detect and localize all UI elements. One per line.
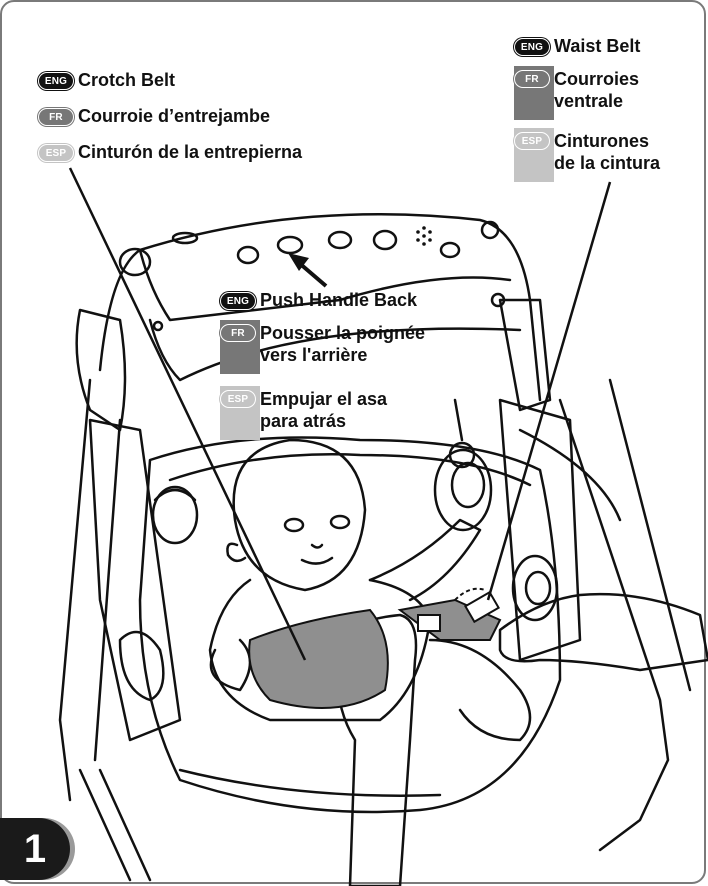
esp-badge: ESP	[220, 390, 256, 408]
push-handle-esp-line2: para atrás	[260, 410, 387, 432]
push-handle-fr-text: Pousser la poignée vers l'arrière	[260, 322, 425, 366]
waist-belt-fr-text: Courroies ventrale	[554, 68, 639, 112]
waist-belt-esp-line2: de la cintura	[554, 152, 660, 174]
crotch-belt-esp-label: Cinturón de la entrepierna	[78, 142, 302, 163]
crotch-belt-fr-label: Courroie d’entrejambe	[78, 106, 270, 127]
step-number-badge: 1	[0, 818, 70, 880]
crotch-belt-fr-callout: FR Courroie d’entrejambe	[38, 106, 270, 127]
waist-belt-esp-line1: Cinturones	[554, 130, 660, 152]
eng-badge: ENG	[38, 72, 74, 90]
crotch-belt-eng-callout: ENG Crotch Belt	[38, 70, 175, 91]
fr-badge: FR	[220, 324, 256, 342]
push-handle-fr-line2: vers l'arrière	[260, 344, 425, 366]
esp-badge: ESP	[38, 144, 74, 162]
adult-hand-right	[500, 594, 708, 670]
waist-belt-esp-text: Cinturones de la cintura	[554, 130, 660, 174]
fr-badge: FR	[38, 108, 74, 126]
waist-belt-leader	[488, 182, 610, 600]
waist-belt-esp-callout: ESP Cinturones de la cintura	[514, 130, 660, 174]
push-handle-esp-text: Empujar el asa para atrás	[260, 388, 387, 432]
crotch-belt-eng-label: Crotch Belt	[78, 70, 175, 91]
waist-belt-fr-line1: Courroies	[554, 68, 639, 90]
waist-belt-fr-line2: ventrale	[554, 90, 639, 112]
waist-belt-eng-label: Waist Belt	[554, 36, 640, 57]
baby-head	[234, 440, 365, 590]
crotch-belt-pad	[249, 610, 388, 708]
push-handle-esp-callout: ESP Empujar el asa para atrás	[220, 388, 387, 432]
push-handle-fr-callout: FR Pousser la poignée vers l'arrière	[220, 322, 425, 366]
left-frame-leg	[60, 380, 120, 800]
waist-belt-eng-callout: ENG Waist Belt	[514, 36, 640, 57]
esp-badge: ESP	[514, 132, 550, 150]
push-handle-eng-label: Push Handle Back	[260, 290, 417, 311]
push-handle-fr-line1: Pousser la poignée	[260, 322, 425, 344]
eng-badge: ENG	[514, 38, 550, 56]
eng-badge: ENG	[220, 292, 256, 310]
waist-belt-fr-callout: FR Courroies ventrale	[514, 68, 639, 112]
fr-badge: FR	[514, 70, 550, 88]
push-handle-esp-line1: Empujar el asa	[260, 388, 387, 410]
crotch-belt-esp-callout: ESP Cinturón de la entrepierna	[38, 142, 302, 163]
push-handle-eng-callout: ENG Push Handle Back	[220, 290, 417, 311]
